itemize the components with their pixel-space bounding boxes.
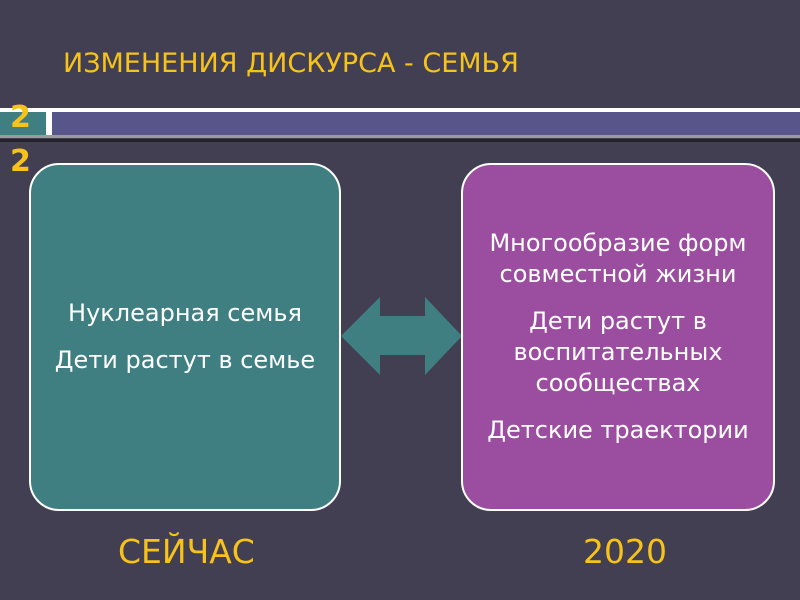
divider bbox=[46, 112, 52, 135]
number-box bbox=[0, 112, 46, 135]
slide-number: 2 bbox=[10, 144, 31, 179]
box-text: Нуклеарная семья bbox=[68, 299, 302, 327]
year-label: 2020 bbox=[583, 532, 667, 571]
box-text: Дети растут в семье bbox=[54, 346, 316, 374]
box-text: Детские траектории bbox=[487, 416, 749, 444]
box-text: Дети растут в воспитательных сообществах bbox=[513, 307, 723, 397]
divider bbox=[0, 139, 800, 142]
future-box: Многообразие форм совместной жизни Дети … bbox=[461, 163, 775, 511]
divider bbox=[0, 135, 800, 138]
slide-number: 2 bbox=[10, 100, 31, 135]
now-label: СЕЙЧАС bbox=[118, 532, 255, 571]
header-bar bbox=[52, 112, 800, 135]
box-text: Многообразие форм совместной жизни bbox=[489, 229, 747, 288]
divider bbox=[0, 108, 800, 112]
current-box: Нуклеарная семья Дети растут в семье bbox=[29, 163, 341, 511]
slide-title: ИЗМЕНЕНИЯ ДИСКУРСА - СЕМЬЯ bbox=[63, 48, 519, 79]
